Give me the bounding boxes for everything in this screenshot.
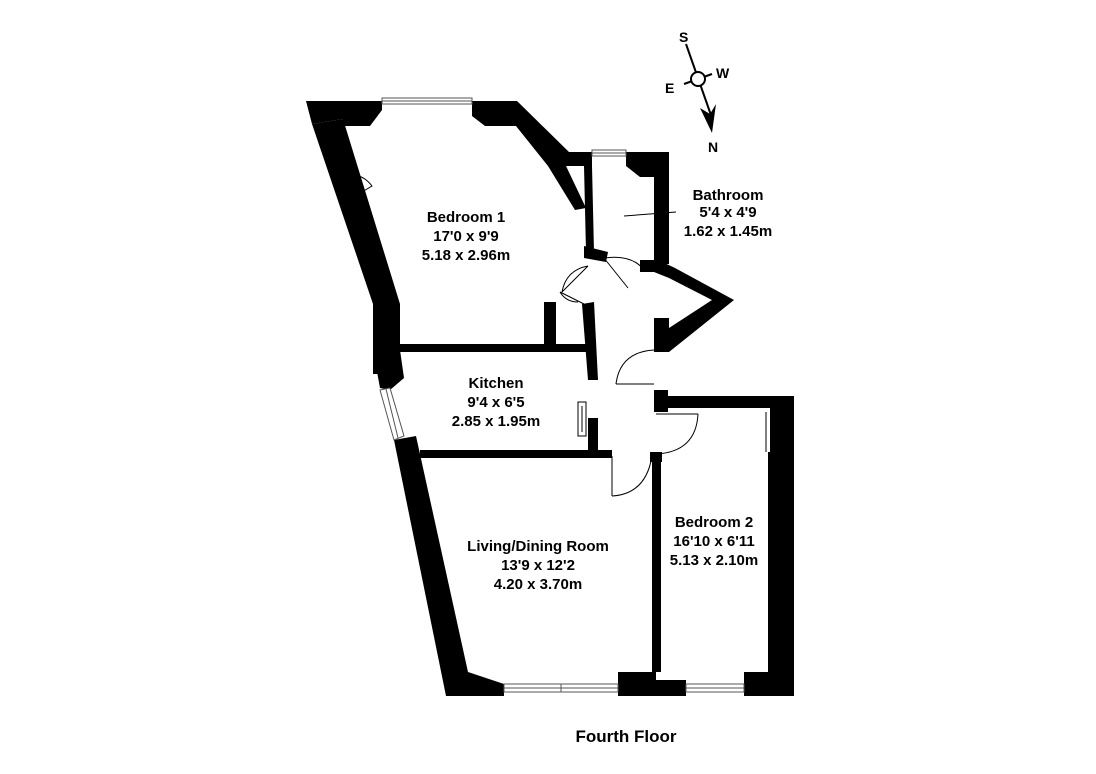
room-bedroom2-name: Bedroom 2 [675,514,753,531]
door-kitchen [577,401,587,437]
door-living [611,455,653,497]
room-bedroom1-label: Bedroom 1 17'0 x 9'9 5.18 x 2.96m [422,209,510,264]
wall-bed2-bottom-right [744,672,794,696]
room-bedroom1-imperial: 17'0 x 9'9 [433,228,499,245]
room-bathroom-metric: 1.62 x 1.45m [684,223,772,240]
room-kitchen-label: Kitchen 9'4 x 6'5 2.85 x 1.95m [452,375,540,430]
room-bedroom1-name: Bedroom 1 [427,209,505,226]
door-bed2-closet [765,412,776,452]
compass-west-letter: W [716,65,730,81]
bathroom-pointer [623,211,677,217]
wall-bed1-kitchen [400,344,596,352]
window-kitchen-sill [385,388,399,439]
compass-north-arrow-icon [700,104,716,133]
wall-living-bottom-right [618,672,686,696]
room-living-label: Living/Dining Room 13'9 x 12'2 4.20 x 3.… [467,538,609,593]
wall-bath-door-stub [584,246,608,262]
doors [337,173,776,497]
wall-hall-stub [650,452,662,462]
compass-north-letter: N [708,139,718,155]
room-bathroom-name: Bathroom [693,187,764,204]
wall-kitchen-hall [588,418,598,454]
wall-bath-bottom-stub [640,260,654,272]
room-living-imperial: 13'9 x 12'2 [501,557,575,574]
wall-bath-top-right [626,152,669,264]
room-bedroom1-metric: 5.18 x 2.96m [422,247,510,264]
room-living-name: Living/Dining Room [467,538,609,555]
room-bedroom2-metric: 5.13 x 2.10m [670,552,758,569]
door-bedroom1 [561,265,589,293]
room-kitchen-imperial: 9'4 x 6'5 [467,394,524,411]
wall-bed1-left [312,119,400,374]
wall-bath-left [584,166,594,252]
compass: S E W N [665,29,730,155]
door-front [615,349,655,385]
room-living-metric: 4.20 x 3.70m [494,576,582,593]
compass-center [690,71,706,87]
room-bathroom-label: Bathroom 5'4 x 4'9 1.62 x 1.45m [684,187,772,240]
wall-bed2-top [654,390,794,452]
compass-south-letter: S [679,29,688,45]
room-bathroom-imperial: 5'4 x 4'9 [699,204,756,221]
wall-bed1-top-left [306,101,382,126]
room-kitchen-metric: 2.85 x 1.95m [452,413,540,430]
room-bedroom2-label: Bedroom 2 16'10 x 6'11 5.13 x 2.10m [670,514,758,569]
wall-living-left [394,436,504,696]
wall-living-bed2 [652,452,661,672]
compass-east-letter: E [665,80,674,96]
wall-angled-bay [654,258,734,352]
wall-cupboard-right [582,302,598,380]
wall-bed2-right [768,452,794,672]
wall-bed1-top-right [472,101,592,210]
wall-cupboard-left [544,302,556,346]
wall-kitchen-living [420,450,612,458]
door-cupboard [559,291,585,305]
door-bathroom [603,256,645,289]
room-bedroom2-imperial: 16'10 x 6'11 [673,533,754,550]
wall-kitchen-left-top [373,350,404,390]
floor-title: Fourth Floor [575,727,676,746]
room-kitchen-name: Kitchen [468,375,523,392]
door-bedroom2 [655,413,699,455]
walls [306,101,794,696]
windows [379,97,745,693]
door-bed1-closet [337,173,373,199]
